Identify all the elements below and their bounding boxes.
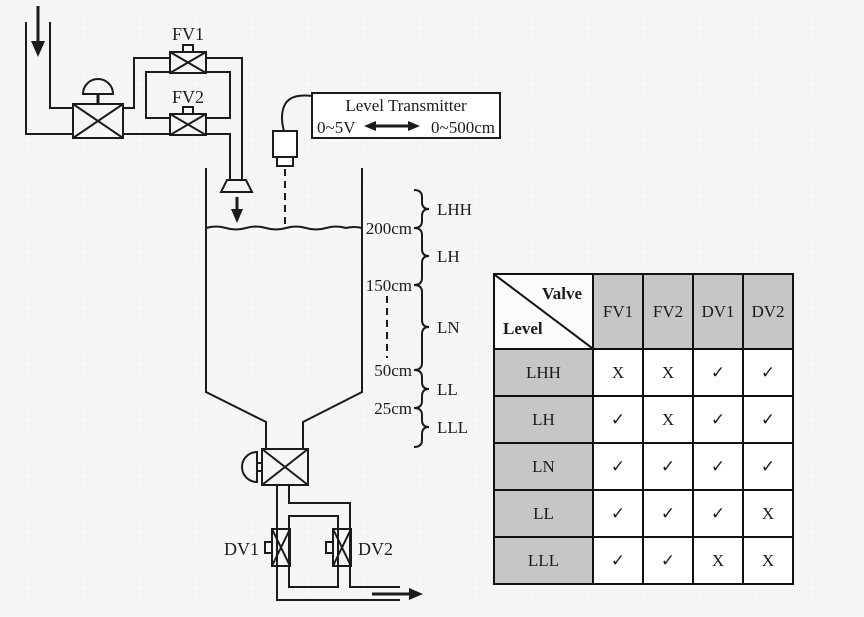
- zone-lh: LH: [437, 247, 460, 266]
- column-header-fv1: FV1: [592, 273, 644, 350]
- zone-lll: LLL: [437, 418, 468, 437]
- table-cell: X: [642, 395, 694, 444]
- dv2-label: DV2: [358, 539, 393, 559]
- fv1-valve: FV1: [169, 24, 207, 74]
- table-row: LHH X X ✓ ✓: [493, 348, 794, 397]
- table-cell: X: [742, 536, 794, 585]
- hand-valve-handle: [241, 450, 258, 484]
- mark-200cm: 200cm: [366, 219, 412, 238]
- transmitter-voltage-range: 0~5V: [317, 118, 356, 137]
- fv2-label: FV2: [172, 87, 204, 107]
- water-line: [205, 225, 363, 231]
- transmitter-title: Level Transmitter: [345, 96, 467, 115]
- column-header-dv1: DV1: [692, 273, 744, 350]
- sensor-wire: [281, 94, 313, 132]
- table-corner-cell: Valve Level: [493, 273, 594, 350]
- mark-150cm: 150cm: [366, 276, 412, 295]
- level-transmitter-box: Level Transmitter 0~5V 0~500cm: [311, 92, 501, 139]
- fill-nozzle: [219, 179, 254, 223]
- level-label: LN: [493, 442, 594, 491]
- table-row: LN ✓ ✓ ✓ ✓: [493, 442, 794, 491]
- table-cell: ✓: [642, 489, 694, 538]
- table-cell: ✓: [692, 442, 744, 491]
- table-cell: X: [642, 348, 694, 397]
- inlet-pipe: [25, 6, 73, 135]
- level-transmitter-sensor: [272, 94, 313, 224]
- outlet-hand-valve: [241, 448, 309, 486]
- table-row: LLL ✓ ✓ X X: [493, 536, 794, 585]
- level-label: LL: [493, 489, 594, 538]
- table-row: LH ✓ X ✓ ✓: [493, 395, 794, 444]
- dv1-valve: DV1: [224, 528, 291, 567]
- dv1-label: DV1: [224, 539, 259, 559]
- column-header-fv2: FV2: [642, 273, 694, 350]
- valve-level-table: Valve Level FV1 FV2 DV1 DV2 LHH X X ✓ ✓ …: [493, 273, 794, 585]
- table-cell: ✓: [692, 395, 744, 444]
- corner-diagonal: [495, 275, 592, 348]
- level-label: LHH: [493, 348, 594, 397]
- dv1-stem: [264, 541, 273, 554]
- pneumatic-valve: [72, 78, 124, 139]
- mark-25cm: 25cm: [374, 399, 412, 418]
- table-row: LL ✓ ✓ ✓ X: [493, 489, 794, 538]
- table-cell: ✓: [692, 348, 744, 397]
- fv-branch-pipes: [123, 57, 243, 180]
- level-label: LLL: [493, 536, 594, 585]
- table-cell: ✓: [742, 395, 794, 444]
- zone-ll: LL: [437, 380, 458, 399]
- fv2-stem: [182, 106, 194, 115]
- table-cell: X: [592, 348, 644, 397]
- table-cell: ✓: [592, 395, 644, 444]
- tank: [205, 168, 363, 449]
- level-scale: 200cm 150cm 50cm 25cm LHH LH LN LL LLL: [366, 189, 472, 448]
- zone-ln: LN: [437, 318, 460, 337]
- table-cell: ✓: [642, 536, 694, 585]
- table-cell: ✓: [742, 442, 794, 491]
- zone-lhh: LHH: [437, 200, 472, 219]
- table-cell: ✓: [742, 348, 794, 397]
- table-header-row: Valve Level FV1 FV2 DV1 DV2: [493, 273, 794, 350]
- mark-50cm: 50cm: [374, 361, 412, 380]
- dv2-valve: DV2: [325, 528, 393, 567]
- table-cell: ✓: [692, 489, 744, 538]
- outflow-arrow-icon: [372, 588, 423, 600]
- corner-valve-label: Valve: [542, 284, 582, 303]
- fv1-label: FV1: [172, 24, 204, 44]
- valve-dome-actuator: [81, 78, 115, 95]
- fv1-stem: [182, 44, 194, 53]
- fv2-valve: FV2: [169, 87, 207, 136]
- table-cell: ✓: [592, 536, 644, 585]
- table-cell: ✓: [592, 442, 644, 491]
- dv2-stem: [325, 541, 334, 554]
- table-cell: ✓: [592, 489, 644, 538]
- range-double-arrow-icon: [364, 121, 420, 131]
- column-header-dv2: DV2: [742, 273, 794, 350]
- level-label: LH: [493, 395, 594, 444]
- transmitter-level-range: 0~500cm: [431, 118, 495, 137]
- table-cell: ✓: [642, 442, 694, 491]
- table-cell: X: [742, 489, 794, 538]
- table-cell: X: [692, 536, 744, 585]
- corner-level-label: Level: [503, 319, 543, 338]
